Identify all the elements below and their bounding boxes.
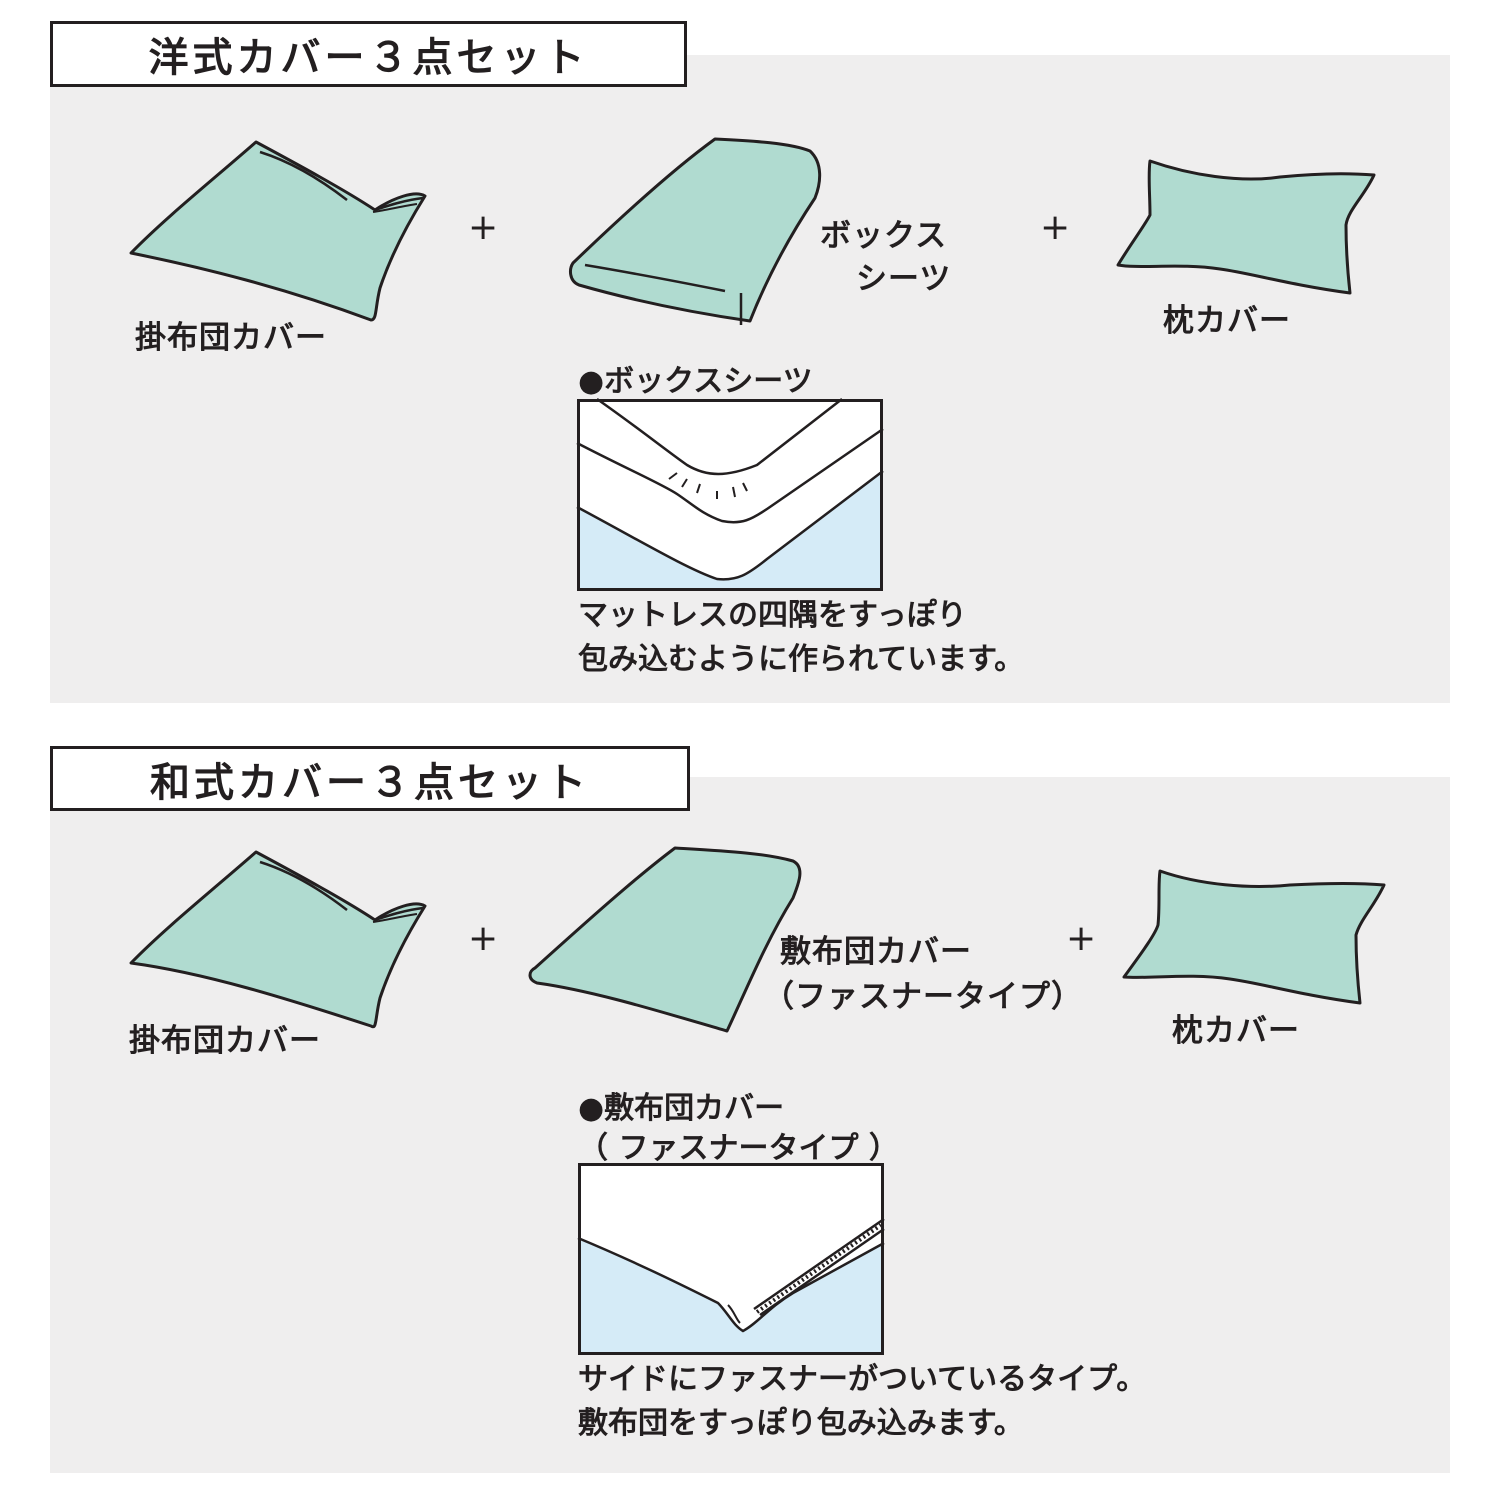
- japanese-note-title-line2: （ ファスナータイプ ）: [578, 1131, 899, 1166]
- futon-cover-icon: [528, 846, 802, 1033]
- zipper-corner-diagram: [577, 1163, 885, 1355]
- box-sheet-label-line1: ボックス: [820, 218, 948, 254]
- western-plus-2: +: [1040, 207, 1071, 248]
- japanese-comforter-label: 掛布団カバー: [129, 1023, 321, 1059]
- japanese-pillow-label: 枕カバー: [1172, 1013, 1300, 1049]
- japanese-note-title-line1: ●敷布団カバー: [578, 1091, 785, 1126]
- box-sheet-icon: [569, 137, 822, 325]
- western-desc-line2: 包み込むように作られています。: [578, 642, 1025, 677]
- japanese-title: 和式カバー３点セット: [50, 746, 690, 811]
- futon-label-line2: （ファスナータイプ）: [763, 979, 1083, 1015]
- comforter-cover-icon: [129, 140, 427, 322]
- western-desc-line1: マットレスの四隅をすっぽり: [578, 598, 967, 633]
- western-comforter-label: 掛布団カバー: [135, 320, 327, 356]
- western-title: 洋式カバー３点セット: [50, 21, 687, 87]
- box-sheet-corner-diagram: [576, 397, 884, 591]
- western-plus-1: +: [468, 207, 499, 248]
- japanese-plus-2: +: [1066, 918, 1097, 959]
- futon-label-line1: 敷布団カバー: [780, 934, 972, 970]
- japanese-plus-1: +: [468, 918, 499, 959]
- box-sheet-label-line2: シーツ: [856, 261, 952, 297]
- japanese-comforter-cover-icon: [129, 850, 427, 1029]
- western-note-title: ●ボックスシーツ: [578, 364, 813, 399]
- japanese-desc-line2: 敷布団をすっぽり包み込みます。: [578, 1406, 1024, 1441]
- japanese-pillow-cover-icon: [1122, 869, 1386, 1005]
- pillow-cover-icon: [1116, 159, 1376, 295]
- western-pillow-label: 枕カバー: [1163, 303, 1291, 339]
- japanese-desc-line1: サイドにファスナーがついているタイプ。: [578, 1362, 1147, 1397]
